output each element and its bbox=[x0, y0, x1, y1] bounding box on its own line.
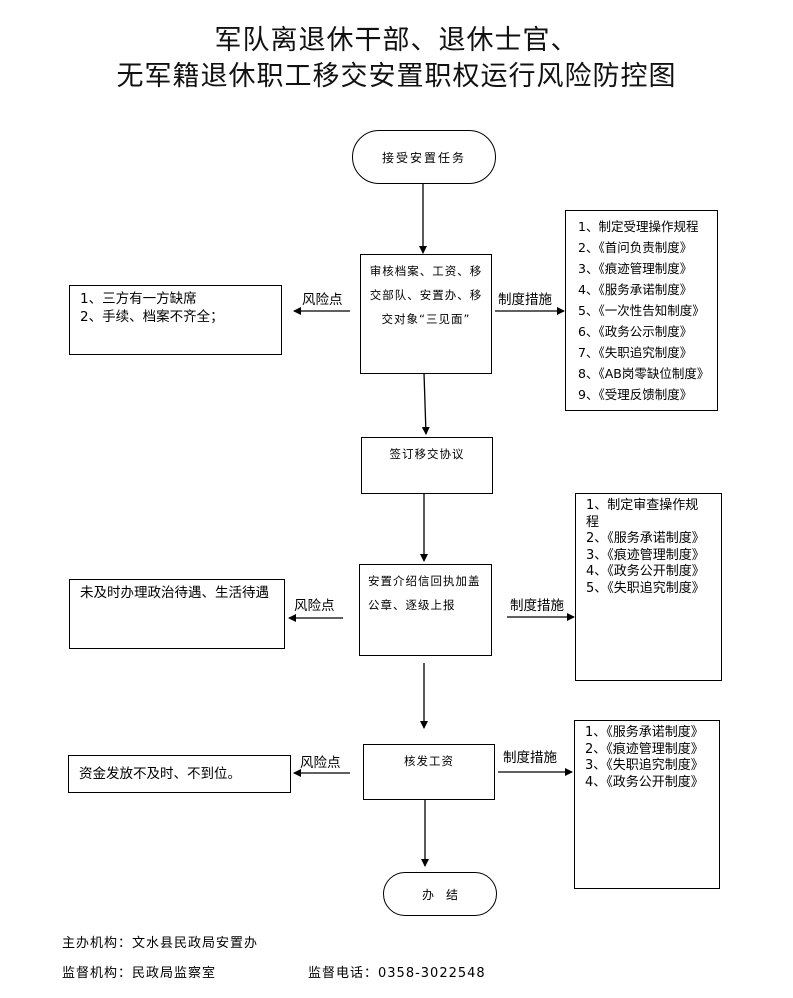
supervision-phone: 监督电话：0358-3022548 bbox=[308, 962, 486, 981]
supervision-phone-value: 0358-3022548 bbox=[378, 966, 486, 981]
measure-item: 8、《AB岗零缺位制度》 bbox=[578, 366, 710, 381]
measures-box-review: 1、制定受理操作规程 2、《首问负责制度》 3、《痕迹管理制度》 4、《服务承诺… bbox=[565, 210, 718, 411]
process-step-salary: 核发工资 bbox=[363, 744, 495, 800]
risk-label-review: 风险点 bbox=[302, 292, 343, 308]
measure-item: 5、《失职追究制度》 bbox=[586, 580, 705, 596]
process-step-agreement: 签订移交协议 bbox=[361, 437, 493, 494]
diagram-title-line1: 军队离退休干部、退休士官、 bbox=[214, 25, 579, 56]
risk-label-salary: 风险点 bbox=[300, 755, 341, 771]
measure-item: 1、《服务承诺制度》 bbox=[585, 725, 704, 740]
measure-item: 4、《服务承诺制度》 bbox=[578, 282, 693, 297]
measure-item: 3、《失职追究制度》 bbox=[585, 758, 704, 773]
start-terminal: 接受安置任务 bbox=[352, 130, 496, 184]
measure-item: 3、《痕迹管理制度》 bbox=[578, 261, 693, 276]
measures-box-report: 1、制定审查操作规程 2、《服务承诺制度》 3、《痕迹管理制度》 4、《政务公开… bbox=[575, 493, 722, 681]
start-terminal-label: 接受安置任务 bbox=[381, 150, 466, 165]
process-step-report: 安置介绍信回执加盖公章、逐级上报 bbox=[359, 564, 492, 656]
end-terminal: 办 结 bbox=[383, 872, 497, 916]
measure-item: 7、《失职追究制度》 bbox=[578, 345, 693, 360]
measure-item: 1、制定受理操作规程 bbox=[578, 219, 699, 234]
risk-label-report: 风险点 bbox=[294, 598, 335, 614]
measures-label-report: 制度措施 bbox=[510, 598, 564, 614]
process-step-report-text: 安置介绍信回执加盖公章、逐级上报 bbox=[368, 574, 481, 612]
measure-item: 2、《服务承诺制度》 bbox=[586, 531, 705, 546]
measure-item: 3、《痕迹管理制度》 bbox=[586, 547, 705, 563]
supervisor-organization-label: 监督机构： bbox=[62, 966, 133, 981]
measure-item: 5、《一次性告知制度》 bbox=[578, 303, 705, 318]
process-step-salary-text: 核发工资 bbox=[404, 754, 454, 768]
measure-item: 1、制定审查操作规程 bbox=[586, 498, 699, 530]
diagram-title-line2: 无军籍退休职工移交安置职权运行风险防控图 bbox=[116, 61, 677, 92]
risk-item: 1、三方有一方缺席 bbox=[80, 291, 197, 307]
host-organization-value: 文水县民政局安置办 bbox=[132, 936, 259, 951]
risk-item: 资金发放不及时、不到位。 bbox=[79, 766, 241, 782]
process-step-review-text: 审核档案、工资、移交部队、安置办、移交对象“三见面” bbox=[369, 264, 483, 326]
risk-box-salary: 资金发放不及时、不到位。 bbox=[68, 755, 291, 793]
supervisor-organization: 监督机构：民政局监察室 bbox=[62, 962, 216, 981]
process-step-agreement-text: 签订移交协议 bbox=[389, 447, 465, 461]
supervision-phone-label: 监督电话： bbox=[308, 966, 379, 981]
risk-box-report: 未及时办理政治待遇、生活待遇 bbox=[69, 579, 285, 649]
end-terminal-label: 办 结 bbox=[421, 887, 458, 902]
measure-item: 2、《痕迹管理制度》 bbox=[585, 741, 704, 757]
measure-item: 4、《政务公开制度》 bbox=[586, 564, 705, 579]
process-step-review: 审核档案、工资、移交部队、安置办、移交对象“三见面” bbox=[360, 254, 492, 374]
supervisor-organization-value: 民政局监察室 bbox=[132, 966, 217, 981]
measures-box-salary: 1、《服务承诺制度》 2、《痕迹管理制度》 3、《失职追究制度》 4、《政务公开… bbox=[574, 720, 720, 889]
host-organization: 主办机构：文水县民政局安置办 bbox=[62, 932, 258, 951]
host-organization-label: 主办机构： bbox=[62, 936, 133, 951]
risk-item: 未及时办理政治待遇、生活待遇 bbox=[80, 585, 269, 601]
measures-label-salary: 制度措施 bbox=[503, 750, 557, 766]
measure-item: 6、《政务公示制度》 bbox=[578, 324, 693, 339]
arrow-step1-to-step2 bbox=[421, 372, 430, 435]
measure-item: 9、《受理反馈制度》 bbox=[578, 387, 693, 402]
risk-item: 2、手续、档案不齐全； bbox=[80, 309, 224, 325]
measures-label-review: 制度措施 bbox=[498, 292, 552, 308]
measure-item: 4、《政务公开制度》 bbox=[585, 774, 704, 790]
measure-item: 2、《首问负责制度》 bbox=[578, 240, 693, 255]
risk-box-review: 1、三方有一方缺席 2、手续、档案不齐全； bbox=[69, 285, 282, 355]
